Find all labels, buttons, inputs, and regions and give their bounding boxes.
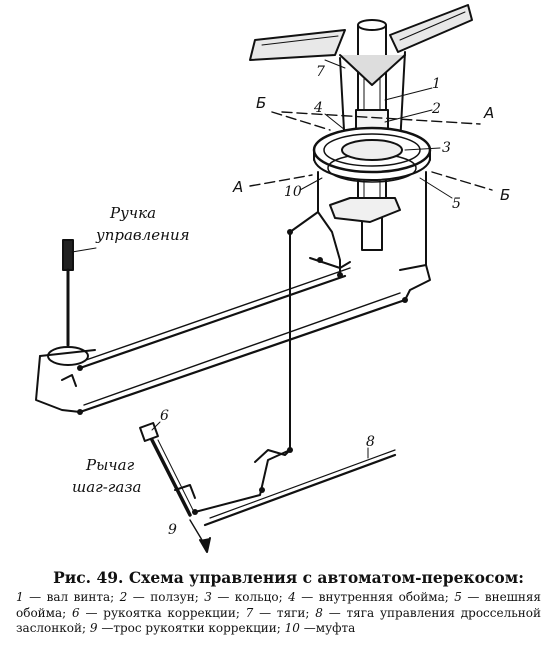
pushrod-lower-2 <box>83 292 401 406</box>
cable-arrow-icon <box>199 537 211 553</box>
caption-item-3: 3 — кольцо; <box>204 590 288 604</box>
axis-label-A-left: А <box>232 178 243 196</box>
label-collective-line2: шаг-газа <box>72 478 141 496</box>
axis-label-A-right: А <box>483 104 494 122</box>
caption-item-text: —муфта <box>299 621 356 635</box>
rotor-blade-left <box>249 29 346 61</box>
collective-linkage <box>194 449 291 513</box>
label-collective-line1: Рычаг <box>85 456 135 474</box>
axis-line-A-left <box>249 174 313 187</box>
axis-label-B-left: Б <box>256 94 266 112</box>
caption-item-text: — рукоятка коррекции; <box>79 605 246 620</box>
bellcrank-link <box>309 257 351 269</box>
callout-5: 5 <box>452 196 461 212</box>
label-control-stick-line2: управления <box>95 226 190 244</box>
throttle-rod-2 <box>209 449 396 519</box>
stick-pivot <box>61 374 77 387</box>
pushrod-upper <box>78 274 347 370</box>
caption-item-text: —трос рукоятки коррекции; <box>97 621 285 635</box>
caption-item-text: — внутренняя обойма; <box>295 590 455 604</box>
callout-7: 7 <box>316 64 325 80</box>
callout-8: 8 <box>366 434 375 450</box>
control-scheme-drawing: Ручка управления Рычаг шаг-газа Б А А Б … <box>35 4 510 553</box>
caption-item-number: 10 <box>284 621 300 635</box>
axis-line-B-left <box>271 111 331 131</box>
axis-label-B-right: Б <box>500 186 510 204</box>
stick-base-linkage <box>35 355 81 413</box>
coupling <box>329 197 401 223</box>
hub-cone <box>339 54 406 86</box>
caption-item-4: 4 — внутренняя обойма; <box>288 590 454 604</box>
caption-item-text: — тяги; <box>253 605 316 620</box>
caption-item-number: 5 <box>454 590 462 604</box>
joint-markers <box>77 229 408 515</box>
axis-line-B-right <box>431 171 493 191</box>
throttle-rod <box>203 453 397 527</box>
caption-item-5: 5 — внешняя обойма; <box>16 590 541 620</box>
caption-item-text: — внешняя обойма; <box>16 590 542 620</box>
figure-caption: Рис. 49. Схема управления с автоматом-пе… <box>16 568 541 637</box>
bellcrank-left <box>289 211 341 276</box>
caption-item-6: 6 — рукоятка коррекции; <box>72 606 246 620</box>
caption-item-number: 9 <box>89 621 98 635</box>
caption-item-number: 2 <box>119 590 128 604</box>
callout-1: 1 <box>432 76 441 92</box>
pushrod-lower <box>78 298 407 414</box>
caption-item-number: 4 <box>288 590 296 604</box>
callout-2: 2 <box>431 101 441 117</box>
leader-lines <box>71 59 453 459</box>
push-rod-right <box>399 51 406 146</box>
caption-item-10: 10 —муфта <box>285 621 356 635</box>
control-stick <box>39 239 96 366</box>
rotor-blade-right <box>389 4 473 53</box>
caption-item-text: — вал винта; <box>23 590 120 604</box>
caption-title-text: Схема управления с автоматом-перекосом: <box>128 568 524 587</box>
caption-item-7: 7 — тяги; <box>246 606 316 620</box>
caption-item-2: 2 — ползун; <box>120 590 205 604</box>
swashplate <box>312 126 432 183</box>
caption-item-number: 1 <box>16 590 24 604</box>
caption-item-number: 8 <box>315 605 323 620</box>
pushrod-upper-2 <box>85 267 351 361</box>
lower-bellcrank <box>254 449 291 463</box>
caption-item-number: 7 <box>245 605 254 620</box>
callout-9: 9 <box>168 522 177 538</box>
label-control-stick-line1: Ручка <box>109 204 156 222</box>
caption-legend: 1 — вал винта; 2 — ползун; 3 — кольцо; 4… <box>16 590 541 637</box>
caption-figure-number: Рис. 49. <box>53 568 124 587</box>
caption-item-text: — кольцо; <box>211 590 289 604</box>
callout-3: 3 <box>442 140 451 156</box>
caption-item-text: — ползун; <box>127 590 205 604</box>
caption-item-text: — тяга управления дроссельной заслонкой; <box>16 605 541 636</box>
caption-item-1: 1 — вал винта; <box>16 590 120 604</box>
axis-line-A-right <box>281 111 481 125</box>
collective-lever <box>139 422 196 517</box>
caption-item-9: 9 —трос рукоятки коррекции; <box>90 621 285 635</box>
caption-item-number: 3 <box>204 590 212 604</box>
callout-10: 10 <box>284 184 302 200</box>
caption-item-8: 8 — тяга управления дроссельной заслонко… <box>16 606 541 636</box>
callout-4: 4 <box>313 100 323 116</box>
caption-title: Рис. 49. Схема управления с автоматом-пе… <box>36 568 541 587</box>
callout-6: 6 <box>160 408 169 424</box>
caption-item-number: 6 <box>72 605 80 620</box>
bellcrank-right <box>399 264 431 301</box>
